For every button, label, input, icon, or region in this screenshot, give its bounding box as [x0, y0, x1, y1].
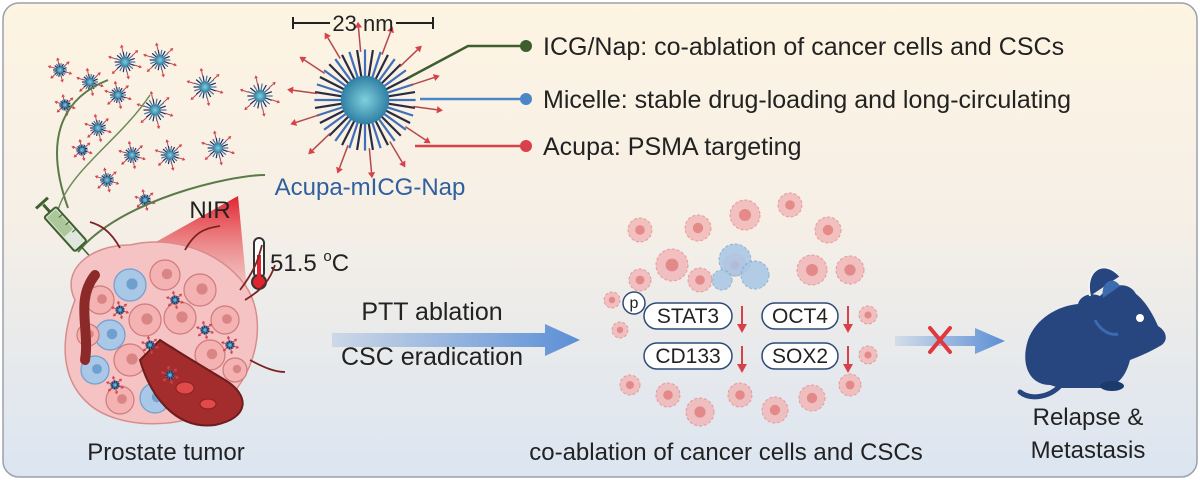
- marker-pill-oct4: [761, 302, 839, 330]
- nanoparticle-icon: [239, 75, 281, 117]
- marker-label-oct4: OCT4: [772, 305, 828, 328]
- nanoparticle-icon: [160, 365, 180, 385]
- component-leaders: [407, 40, 532, 152]
- down-arrow-icon: [843, 306, 853, 333]
- treatment-label-csc: CSC eradication: [341, 343, 523, 371]
- phospho-badge: [622, 291, 646, 315]
- treatment-arrow: [332, 324, 580, 356]
- nanoparticle-icon: [195, 320, 215, 340]
- component-marker-acupa: [520, 140, 532, 152]
- phospho-label: p: [630, 295, 639, 312]
- size-label: 23 nm: [332, 11, 393, 36]
- nanoparticle-icon: [165, 290, 185, 310]
- outcome-label-relapse: Relapse &: [1033, 404, 1144, 431]
- nanoparticle-icon: [94, 167, 120, 193]
- outcome-label-metastasis: Metastasis: [1031, 437, 1146, 464]
- nanoparticle-illustration: [287, 21, 443, 179]
- nanoparticle-icon: [84, 113, 112, 143]
- component-label-acupa: Acupa: PSMA targeting: [543, 133, 801, 161]
- component-marker-micelle: [520, 93, 532, 105]
- nanoparticle-icon: [143, 42, 177, 78]
- down-arrow-icon: [737, 346, 747, 373]
- outcome-arrow: [895, 328, 1005, 354]
- syringe-icon: [35, 196, 98, 265]
- nir-label: NIR: [189, 197, 230, 224]
- nanoparticle-icon: [220, 335, 240, 355]
- nanoparticle-icon: [71, 138, 93, 162]
- down-arrow-icon: [843, 346, 853, 373]
- nanoparticle-icon: [105, 375, 125, 395]
- nanoparticle-icon: [110, 300, 130, 320]
- nanoparticle-icon: [287, 21, 443, 179]
- thermometer-icon: [251, 237, 267, 290]
- infusion-tubes: [56, 79, 266, 253]
- co-ablation-cell-field: [603, 192, 878, 427]
- size-scale-bar: 23 nm: [292, 11, 434, 36]
- component-label-icg: ICG/Nap: co-ablation of cancer cells and…: [543, 33, 1064, 61]
- nanoparticle-icon: [140, 335, 160, 355]
- nanoparticle-cloud: [47, 42, 281, 212]
- marker-panel: p STAT3 OCT4 CD133 SOX2: [622, 291, 853, 373]
- nanoparticle-icon: [201, 130, 235, 166]
- marker-label-cd133: CD133: [655, 345, 720, 368]
- nanoparticle-icon: [154, 139, 186, 171]
- nanoparticle-icon: [108, 44, 142, 80]
- marker-pill-sox2: [761, 342, 839, 370]
- prostate-tumor-illustration: [64, 221, 286, 427]
- marker-label-sox2: SOX2: [772, 345, 828, 368]
- nanoparticle-name: Acupa-mICG-Nap: [275, 174, 466, 201]
- marker-pill-cd133: [643, 342, 733, 370]
- cross-icon: [928, 326, 952, 354]
- mouse-icon: [1017, 266, 1166, 400]
- temperature-readout: 51.5 oC: [270, 248, 349, 277]
- nanoparticle-icon: [134, 188, 156, 212]
- nanoparticle-icon: [118, 140, 146, 170]
- nanoparticle-icon: [136, 90, 174, 130]
- nanoparticle-icon: [186, 67, 224, 107]
- marker-pill-stat3: [643, 302, 733, 330]
- marker-label-stat3: STAT3: [657, 305, 719, 328]
- down-arrow-icon: [737, 306, 747, 333]
- nanoparticle-icon: [104, 80, 132, 110]
- component-label-micelle: Micelle: stable drug-loading and long-ci…: [543, 86, 1071, 114]
- component-marker-icg: [520, 40, 532, 52]
- co-ablation-label: co-ablation of cancer cells and CSCs: [529, 439, 923, 466]
- nanoparticle-icon: [47, 57, 73, 83]
- treatment-label-ptt: PTT ablation: [361, 298, 502, 326]
- tumor-label: Prostate tumor: [87, 439, 244, 466]
